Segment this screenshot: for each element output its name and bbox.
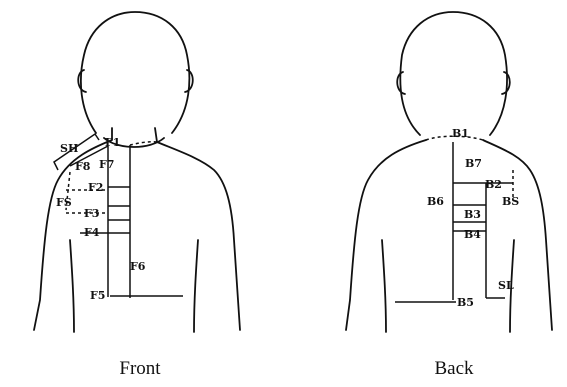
back-arm-left-inner (382, 240, 386, 332)
label-b6: B6 (427, 195, 444, 208)
label-b4: B4 (464, 228, 481, 241)
front-caption: Front (80, 358, 200, 380)
label-b1: B1 (452, 127, 469, 140)
label-b5: B5 (457, 296, 474, 309)
label-b3: B3 (464, 208, 481, 221)
label-bs: BS (502, 195, 519, 208)
back-body-outline-right (483, 140, 552, 330)
label-b2: B2 (485, 178, 502, 191)
label-b7: B7 (465, 157, 482, 170)
label-sl: SL (498, 279, 514, 292)
back-caption: Back (394, 358, 514, 380)
back-head-outline (400, 12, 507, 135)
